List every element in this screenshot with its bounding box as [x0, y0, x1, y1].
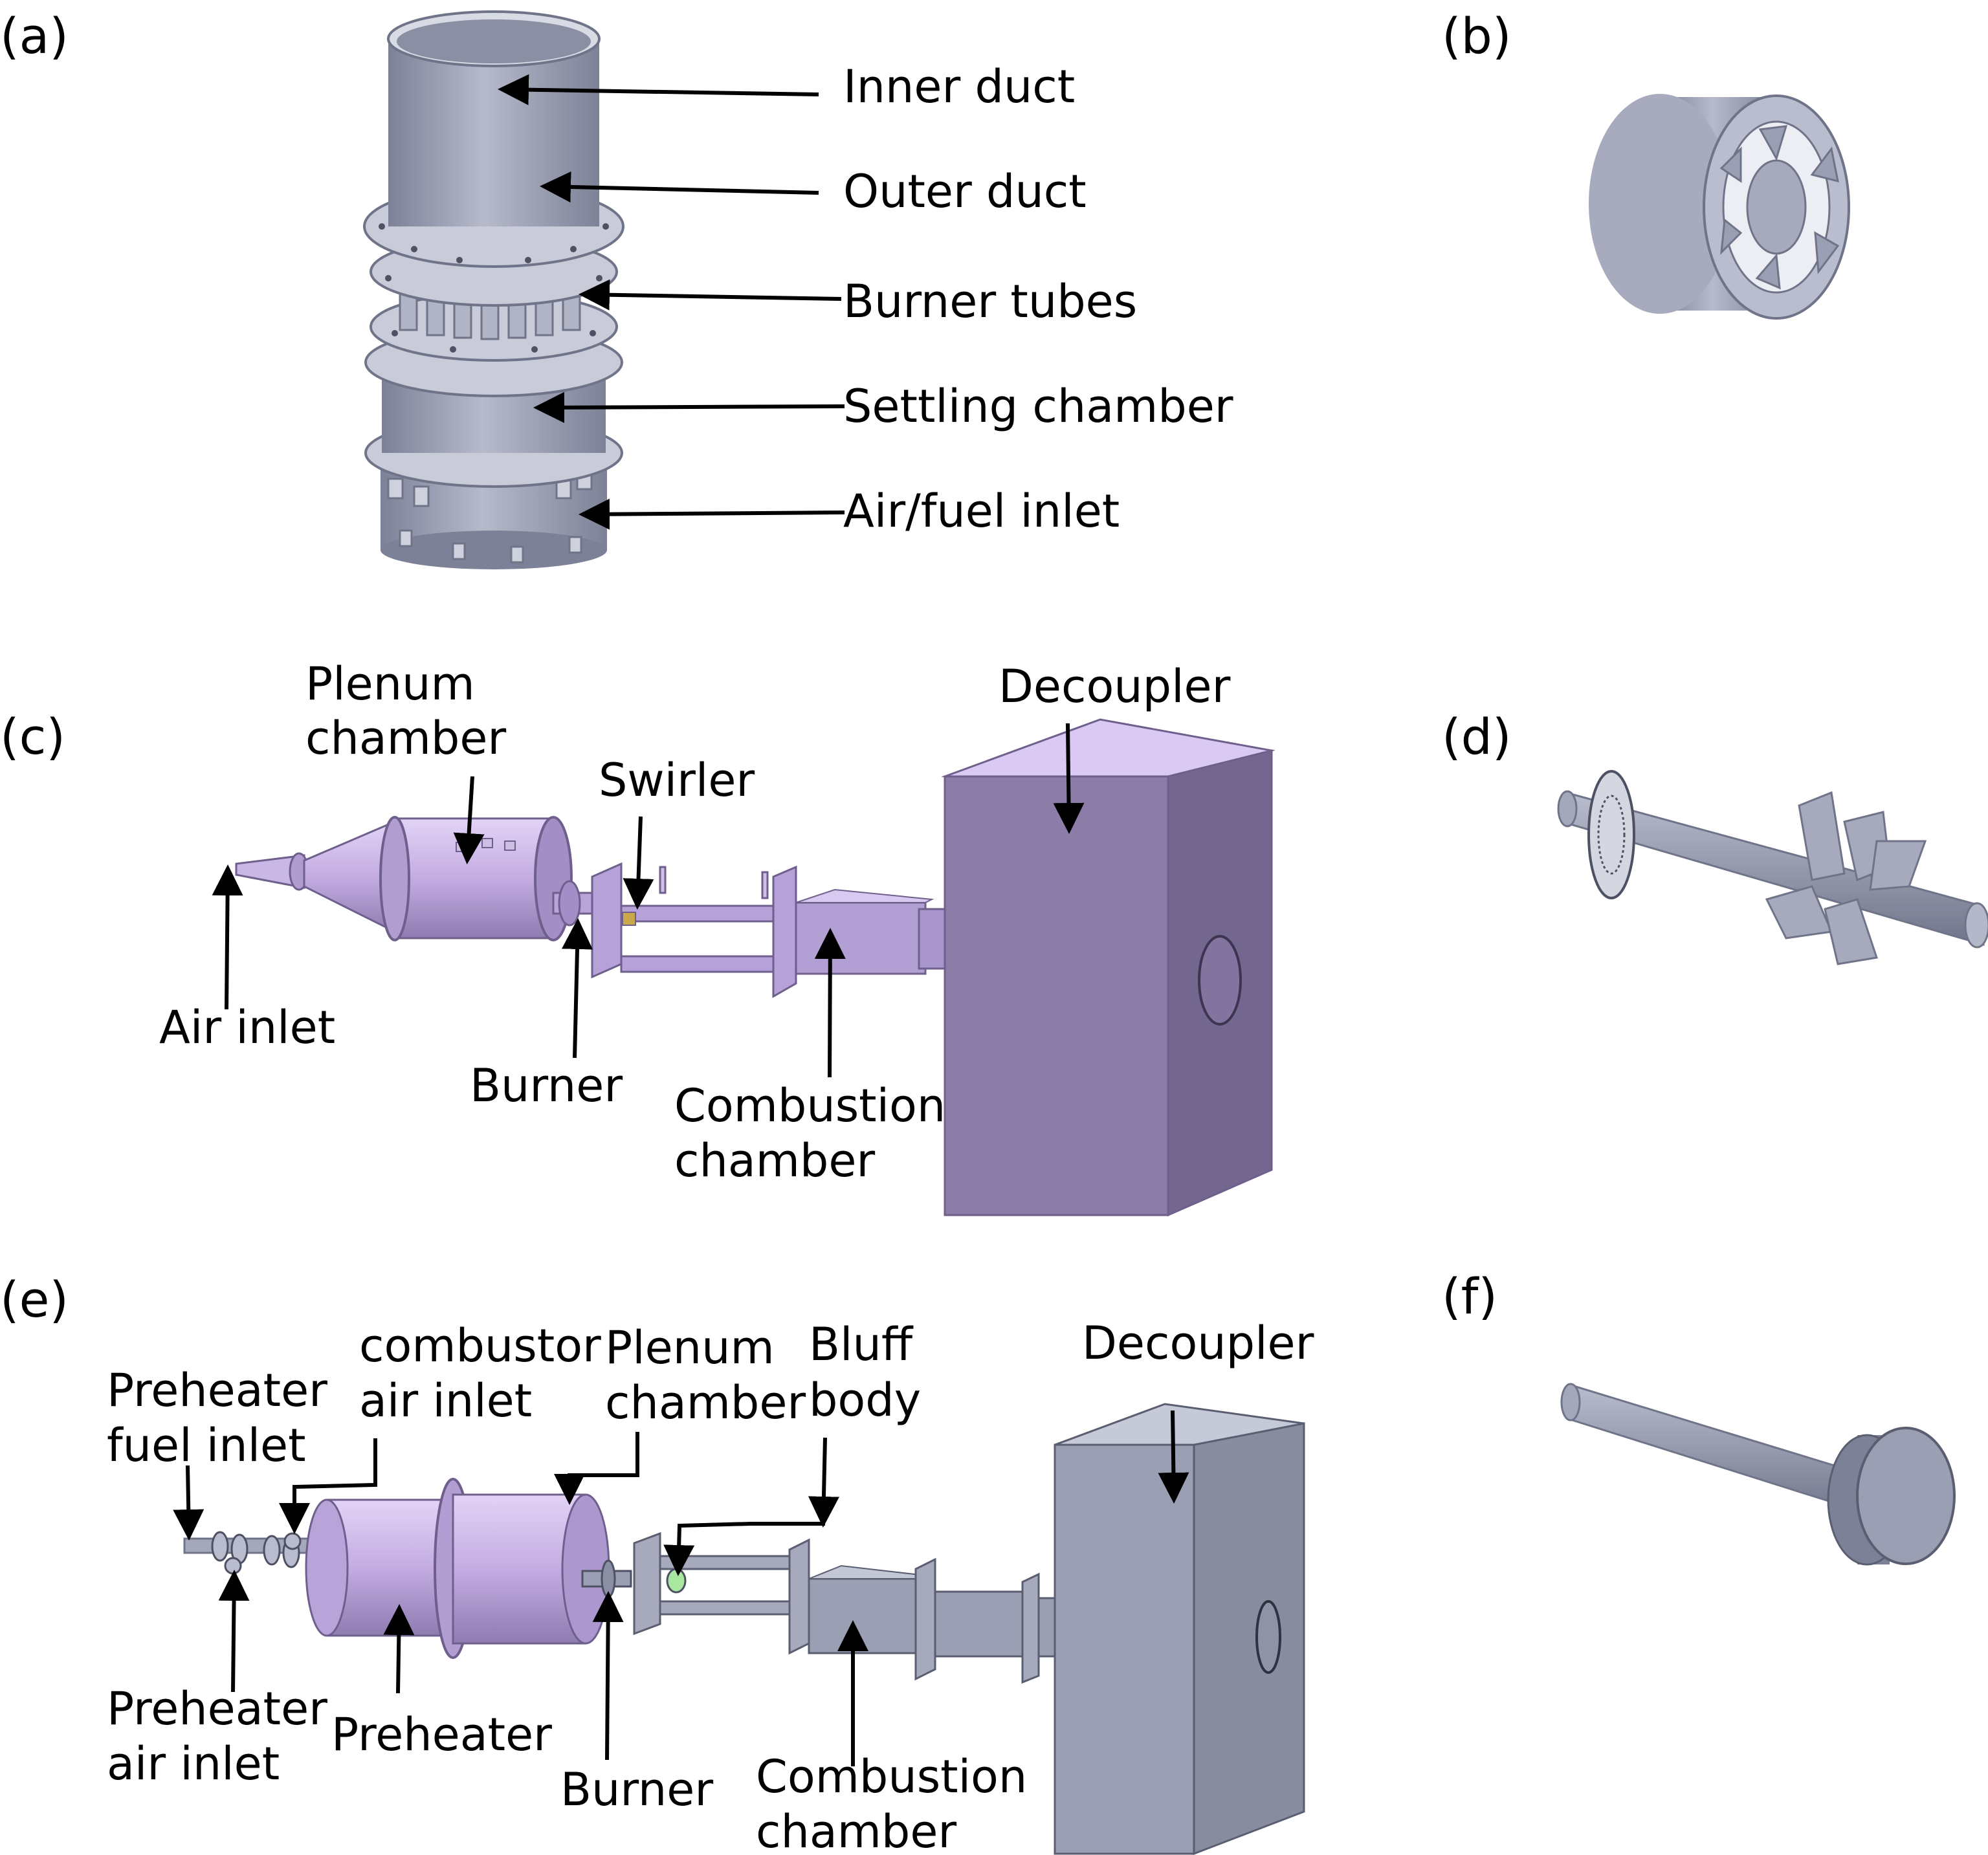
callout-plenum-chamber-e-l2: chamber	[605, 1376, 806, 1429]
panel-a-arrows	[498, 74, 845, 530]
flange-bolt-holes	[379, 223, 609, 353]
panel-c-label: (c)	[0, 708, 65, 765]
axial-vanes	[1765, 791, 1927, 965]
callout-preheater: Preheater	[331, 1708, 552, 1761]
inner-duct-opening	[397, 19, 591, 63]
inlet-ports	[387, 468, 593, 564]
panel-c: (c)	[0, 657, 1276, 1217]
combustion-e-duct-2	[934, 1590, 1027, 1658]
swirl-combustor-setup	[235, 718, 1276, 1217]
bluff-body-model	[1560, 1383, 1956, 1566]
callout-preheater-air-inlet-l1: Preheater	[107, 1682, 327, 1735]
panel-e-label: (e)	[0, 1271, 69, 1328]
decoupler-front	[944, 775, 1169, 1216]
perforated-disc	[1587, 770, 1635, 899]
callout-combustion-chamber-e-l1: Combustion	[756, 1750, 1027, 1803]
panel-a: (a)	[0, 7, 1233, 569]
callout-plenum-chamber-e-l1: Plenum	[605, 1321, 775, 1374]
callout-settling-chamber: Settling chamber	[843, 380, 1233, 433]
annular-burner-assembly	[363, 10, 624, 569]
swirler-housing	[591, 862, 797, 998]
swirler-hub	[622, 912, 636, 926]
combustion-duct	[795, 901, 927, 975]
callout-preheater-air-inlet-l2: air inlet	[107, 1737, 280, 1790]
callout-burner-e: Burner	[560, 1763, 713, 1816]
combustion-e-duct-1	[808, 1577, 920, 1654]
callout-air-fuel-inlet: Air/fuel inlet	[843, 485, 1120, 538]
preheated-combustor-setup	[183, 1403, 1305, 1855]
callout-decoupler-e: Decoupler	[1082, 1317, 1314, 1370]
callout-combustor-air-inlet-l1: combustor	[359, 1319, 601, 1372]
decoupler-port	[1198, 935, 1242, 1026]
bluff-body-disc	[666, 1568, 687, 1594]
callout-burner: Burner	[470, 1059, 623, 1112]
panel-e: (e)	[0, 1271, 1314, 1855]
panel-f-label: (f)	[1442, 1268, 1497, 1325]
bluff-body-housing	[633, 1531, 810, 1655]
callout-decoupler: Decoupler	[999, 660, 1231, 713]
callout-swirler: Swirler	[599, 754, 755, 807]
decoupler-e-side	[1193, 1422, 1305, 1855]
panel-b-label: (b)	[1442, 7, 1512, 65]
panel-f: (f)	[1442, 1268, 1956, 1566]
callout-combustion-chamber-l2: chamber	[674, 1134, 875, 1187]
callout-preheater-fuel-inlet-l1: Preheater	[107, 1364, 327, 1417]
callout-outer-duct: Outer duct	[843, 165, 1087, 218]
panel-b: (b)	[1442, 7, 1850, 320]
callout-inner-duct: Inner duct	[843, 60, 1075, 113]
callout-plenum-chamber-l2: chamber	[305, 712, 506, 765]
swirler-vanes	[1719, 125, 1840, 290]
callout-combustor-air-inlet-l2: air inlet	[359, 1374, 532, 1427]
decoupler-e-port	[1255, 1600, 1281, 1674]
callout-combustion-chamber-l1: Combustion	[674, 1079, 945, 1132]
callout-bluff-body-l2: body	[809, 1374, 921, 1427]
panel-d: (d)	[1442, 708, 1988, 965]
swirler-shaft-model	[1557, 770, 1988, 965]
callout-combustion-chamber-e-l2: chamber	[756, 1805, 956, 1855]
panel-c-arrows	[212, 723, 1085, 1078]
callout-burner-tubes: Burner tubes	[843, 275, 1137, 328]
panel-d-label: (d)	[1442, 708, 1512, 765]
callout-air-inlet: Air inlet	[159, 1001, 335, 1054]
panel-a-label: (a)	[0, 7, 69, 65]
inlet-plenum-base	[381, 531, 607, 569]
callout-bluff-body-l1: Bluff	[809, 1318, 914, 1371]
callout-plenum-chamber-l1: Plenum	[305, 657, 475, 710]
panel-e-arrows	[173, 1410, 1189, 1766]
decoupler-e-front	[1054, 1443, 1195, 1855]
callout-preheater-fuel-inlet-l2: fuel inlet	[107, 1419, 306, 1472]
bluff-disc-face	[1856, 1427, 1956, 1565]
preheater-inlet-pipe	[183, 1537, 328, 1554]
swirler-ring-model	[1589, 94, 1850, 320]
plenum-chamber-body	[393, 817, 555, 939]
